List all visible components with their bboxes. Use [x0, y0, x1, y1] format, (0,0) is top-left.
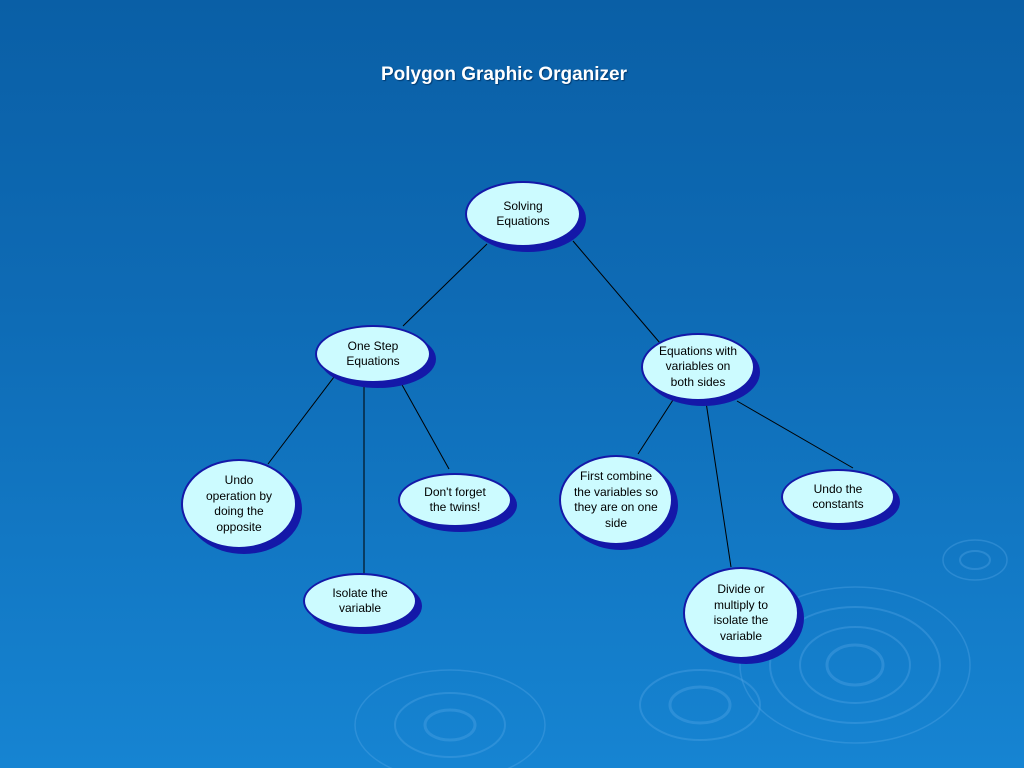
- slide-title: Polygon Graphic Organizer: [381, 64, 627, 85]
- edge-root-both-sides: [572, 240, 661, 344]
- node-label: Undo operation by doing the opposite: [205, 473, 273, 534]
- node-first-combine: First combine the variables so they are …: [559, 455, 678, 550]
- node-undo-constants: Undo the constants: [781, 469, 900, 530]
- edge-one-step-undo: [267, 376, 335, 465]
- node-label: Isolate the variable: [332, 585, 388, 616]
- edge-one-step-twins: [400, 382, 450, 470]
- node-undo-operation: Undo operation by doing the opposite: [181, 459, 302, 554]
- node-one-step-equations: One Step Equations: [315, 325, 436, 388]
- node-dont-forget-twins: Don't forget the twins!: [398, 473, 517, 532]
- node-label: Divide or multiply to isolate the variab…: [713, 582, 769, 643]
- node-label: Equations with variables on both sides: [658, 343, 738, 389]
- edge-root-one-step: [402, 243, 488, 327]
- node-label: Don't forget the twins!: [424, 484, 486, 515]
- node-label: First combine the variables so they are …: [573, 469, 659, 530]
- edge-both-divide: [705, 401, 732, 568]
- node-label: Solving Equations: [496, 198, 550, 229]
- node-solving-equations: Solving Equations: [465, 181, 586, 252]
- edge-both-combine: [637, 399, 674, 455]
- node-equations-both-sides: Equations with variables on both sides: [641, 333, 760, 406]
- node-divide-multiply: Divide or multiply to isolate the variab…: [683, 567, 804, 664]
- node-label: Undo the constants: [812, 481, 864, 512]
- node-label: One Step Equations: [346, 338, 400, 369]
- edge-both-constants: [736, 400, 854, 469]
- node-isolate-variable: Isolate the variable: [303, 573, 422, 634]
